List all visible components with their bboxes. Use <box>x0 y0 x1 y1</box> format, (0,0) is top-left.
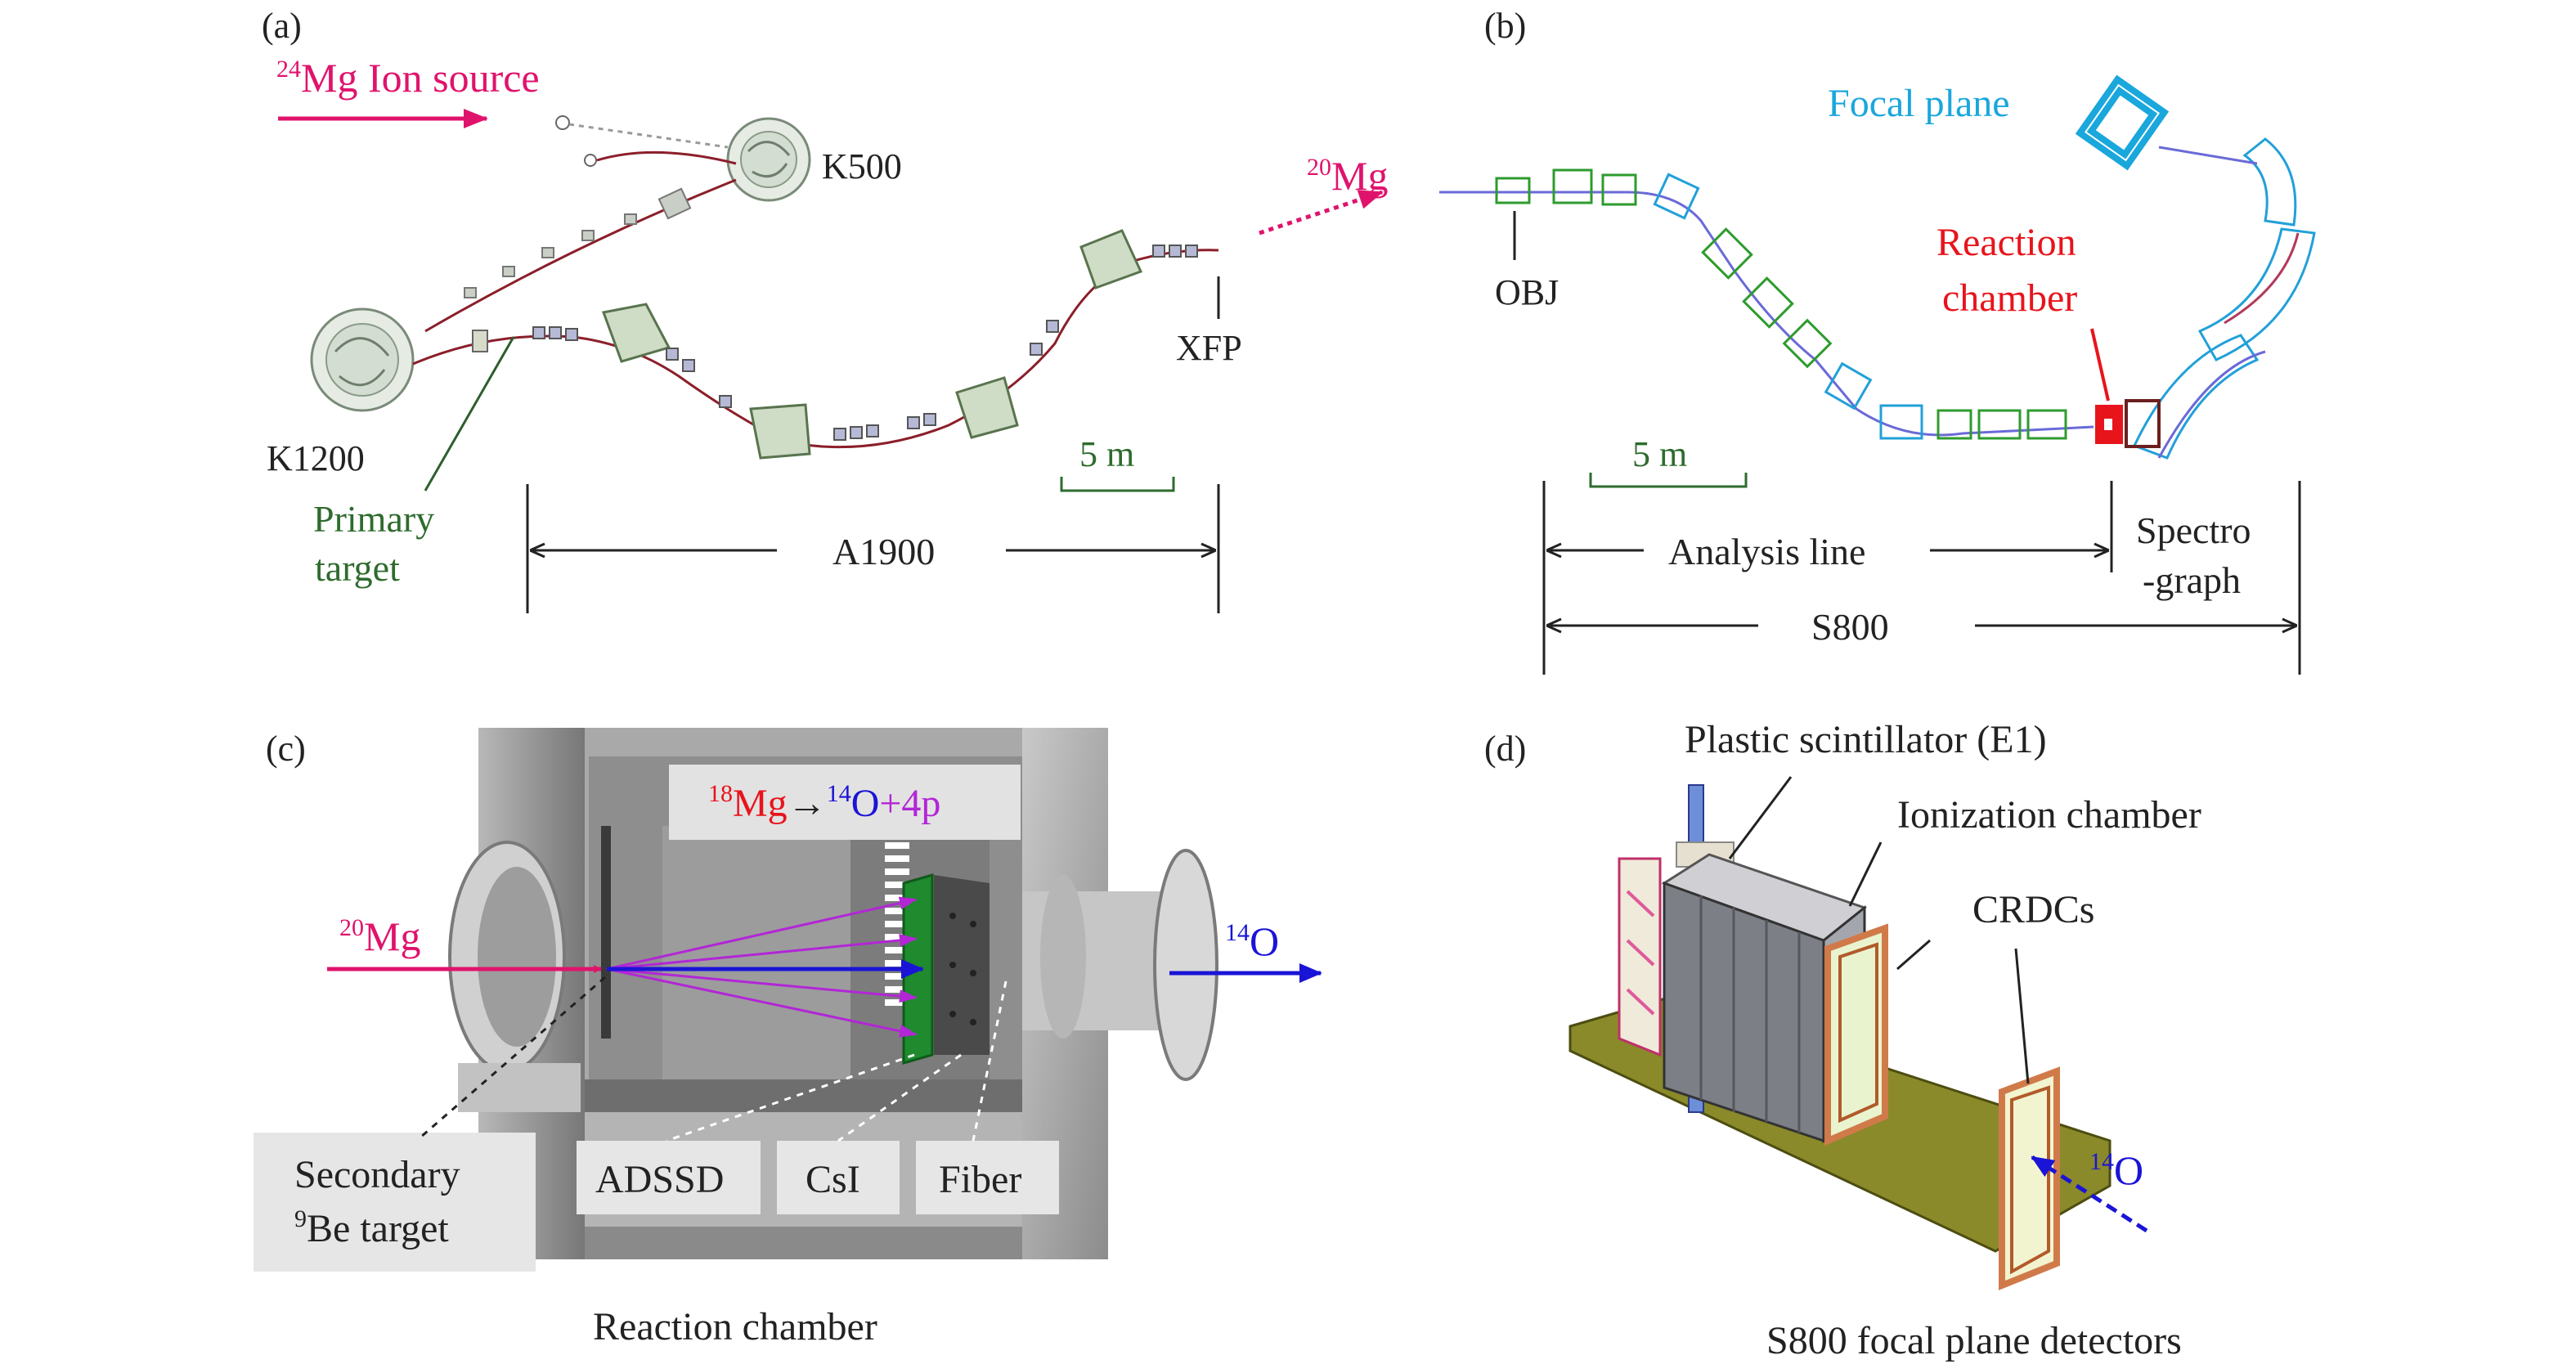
reaction-elem-in: Mg <box>733 782 788 825</box>
entrance-flange <box>448 841 581 1112</box>
d-beam-element: O <box>2114 1147 2143 1193</box>
d-beam-mass: 14 <box>2089 1148 2114 1175</box>
primary-target-leader <box>424 336 515 491</box>
ion-source-text: Mg Ion source <box>301 55 540 101</box>
csi-holes <box>949 913 976 1025</box>
k500-cyclotron <box>726 117 811 202</box>
fiber-box <box>916 1141 1059 1214</box>
ion-source-mass: 24 <box>276 56 301 83</box>
panel-d: (d) Plastic <box>1484 718 2201 1362</box>
a-beam-out-element: Mg <box>1331 153 1388 199</box>
injection-beamline <box>555 115 737 167</box>
fiber-comb <box>885 842 909 1006</box>
a1900-label: A1900 <box>832 531 935 572</box>
secondary-target-text: Be target <box>307 1207 449 1250</box>
primary-target-label-2: target <box>315 547 400 589</box>
xfp-label: XFP <box>1176 328 1242 368</box>
reaction-chamber-label-1: Reaction <box>1936 221 2076 264</box>
reaction-arrow: → <box>788 782 827 825</box>
exit-flange <box>1022 849 1218 1081</box>
target-ladder <box>601 826 611 1039</box>
a-scale-label: 5 m <box>1079 434 1134 474</box>
focal-plane-label: Focal plane <box>1828 82 2010 125</box>
k500-label: K500 <box>822 146 902 186</box>
adssd-box <box>577 1141 761 1214</box>
a-scale-bar <box>1060 477 1175 492</box>
c-beam-in-mass: 20 <box>339 914 364 941</box>
a-beam-out-mass: 20 <box>1307 154 1331 181</box>
crdc-2 <box>1999 1066 2060 1290</box>
s800-label: S800 <box>1811 606 1889 648</box>
csi-label: CsI <box>806 1158 860 1201</box>
c-beam-in-label: 20Mg <box>339 913 420 959</box>
plastic-scintillator-label: Plastic scintillator (E1) <box>1685 718 2047 761</box>
reaction-box <box>669 765 1021 840</box>
panel-c: (c) 18Mg→14O+4p <box>254 728 1322 1348</box>
analysis-beamline <box>1439 191 2094 437</box>
k1200-label: K1200 <box>267 438 365 478</box>
panel-d-caption: S800 focal plane detectors <box>1766 1319 2182 1362</box>
coupling-line-magnets <box>464 187 692 298</box>
secondary-target-label-1: Secondary <box>294 1153 460 1196</box>
spectrograph-label-2: -graph <box>2143 559 2241 601</box>
secondary-target-mass: 9 <box>294 1205 307 1232</box>
spectrograph-label-1: Spectro <box>2136 509 2251 551</box>
csi-box <box>777 1141 900 1214</box>
b-scale-bar <box>1589 473 1748 488</box>
secondary-target-box <box>254 1133 536 1272</box>
a-beam-out-label: 20Mg <box>1307 153 1388 199</box>
coupling-line <box>424 178 737 333</box>
panel-c-caption: Reaction chamber <box>593 1305 877 1348</box>
b-scale-label: 5 m <box>1632 434 1687 474</box>
panel-b-label: (b) <box>1484 6 1526 46</box>
secondary-target-label-2: 9Be target <box>294 1205 449 1250</box>
reaction-chamber-flange <box>2125 399 2161 448</box>
csi-detector <box>934 875 990 1055</box>
reaction-equation: 18Mg→14O+4p <box>708 780 940 825</box>
crdc2-leader <box>2014 948 2030 1084</box>
reaction-chamber-inner <box>2104 419 2112 430</box>
panel-d-label: (d) <box>1484 729 1526 769</box>
reaction-mass-in: 18 <box>708 780 733 807</box>
obj-label: OBJ <box>1495 272 1559 312</box>
panel-c-label: (c) <box>266 729 306 769</box>
a-beam-out-arrow <box>1259 190 1384 236</box>
primary-target-label-1: Primary <box>313 498 434 540</box>
a1900-quadrupoles <box>532 245 1198 441</box>
ion-source-label: 24Mg Ion source <box>276 55 540 101</box>
focal-plane-beam <box>2158 146 2258 165</box>
reaction-protons: +4p <box>879 782 940 825</box>
proton-tracks <box>606 896 918 1038</box>
fiber-label: Fiber <box>939 1158 1021 1201</box>
crdc1-leader <box>1896 939 1931 971</box>
crdcs-label: CRDCs <box>1972 888 2094 931</box>
c-beam-in-element: Mg <box>364 913 420 959</box>
focal-plane-box <box>2075 74 2170 171</box>
scintillator-leader <box>1728 776 1793 859</box>
c-beam-out-element: O <box>1250 918 1279 964</box>
reaction-chamber-label-2: chamber <box>1942 276 2077 320</box>
spectrograph-dipoles <box>2132 137 2316 460</box>
crdc-1 <box>1824 923 1888 1146</box>
analysis-line-elements <box>1495 168 2067 440</box>
panel-a-label: (a) <box>262 6 302 46</box>
a1900-dipoles <box>601 229 1143 460</box>
c-leaders <box>420 976 1008 1142</box>
reaction-chamber-leader <box>2090 328 2110 402</box>
ionization-chamber-label: Ionization chamber <box>1897 793 2201 837</box>
panel-b: (b) OBJ <box>1439 6 2316 675</box>
d-beam-label: 14O <box>2089 1147 2143 1193</box>
reaction-elem-out: O <box>851 782 880 825</box>
c-beam-out-mass: 14 <box>1225 919 1250 946</box>
analysis-line-label: Analysis line <box>1668 531 1865 572</box>
primary-target-box <box>472 330 488 352</box>
adssd-label: ADSSD <box>595 1158 724 1201</box>
d-beam-arrow <box>2031 1155 2148 1233</box>
panel-a: (a) 24Mg Ion source K500 K1200 <box>262 6 1388 613</box>
ion-chamber-leader <box>1848 841 1883 907</box>
c-beam-out-label: 14O <box>1225 918 1279 964</box>
reaction-mass-out: 14 <box>827 780 851 807</box>
k1200-cyclotron <box>310 307 415 412</box>
